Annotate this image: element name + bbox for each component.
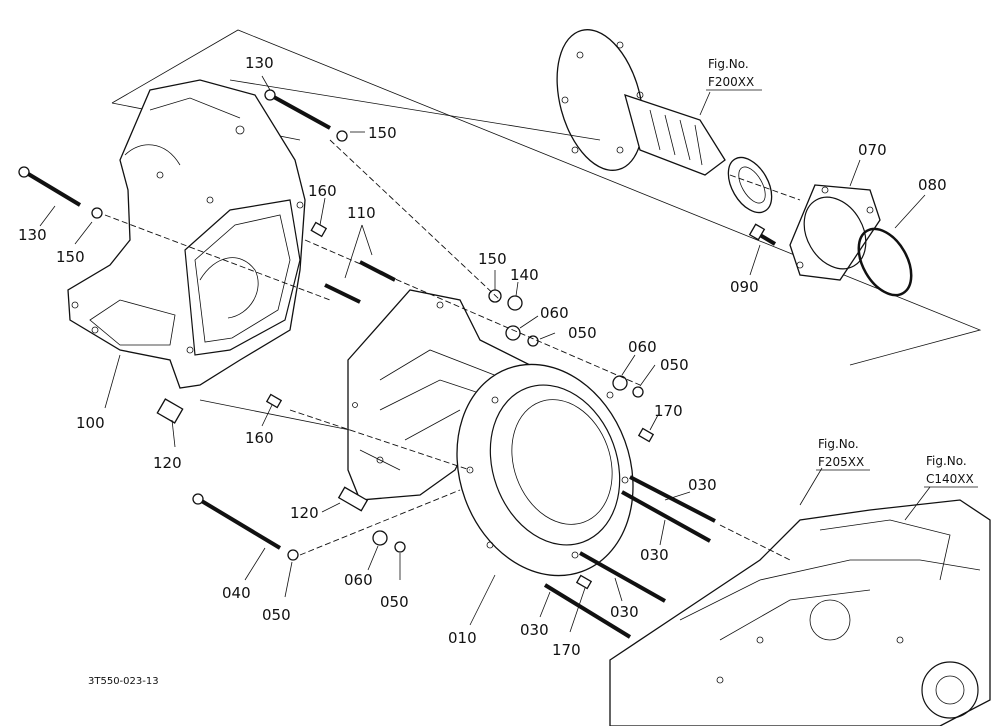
fig-ref-label: Fig.No.	[926, 454, 967, 468]
callout-090: 090	[730, 278, 759, 296]
callout-130: 130	[245, 54, 274, 72]
callout-060: 060	[628, 338, 657, 356]
callout-050: 050	[380, 593, 409, 611]
fig-ref-number: C140XX	[926, 472, 974, 486]
o-ring-080	[857, 227, 913, 297]
alignment-lines	[104, 79, 801, 561]
transmission-case	[609, 499, 991, 726]
callout-150: 150	[368, 124, 397, 142]
cover-070	[789, 184, 881, 281]
callout-150: 150	[56, 248, 85, 266]
callout-050: 050	[568, 324, 597, 342]
callout-030: 030	[688, 476, 717, 494]
drawing-code: 3T550-023-13	[88, 676, 159, 687]
output-shaft	[556, 29, 726, 176]
callout-110: 110	[347, 204, 376, 222]
callout-010: 010	[448, 629, 477, 647]
fasteners	[18, 89, 777, 639]
callout-labels: 130 150 130 150 160 110 150 140 060 050 …	[18, 54, 947, 659]
callout-080: 080	[918, 176, 947, 194]
callout-170: 170	[552, 641, 581, 659]
callout-160: 160	[308, 182, 337, 200]
callout-060: 060	[344, 571, 373, 589]
leader-lines	[39, 75, 931, 633]
callout-120: 120	[153, 454, 182, 472]
callout-060: 060	[540, 304, 569, 322]
callout-120: 120	[290, 504, 319, 522]
figure-references: Fig.No. F200XX Fig.No. F205XX Fig.No. C1…	[706, 57, 978, 488]
callout-040: 040	[222, 584, 251, 602]
callout-050: 050	[262, 606, 291, 624]
callout-070: 070	[858, 141, 887, 159]
fig-ref-label: Fig.No.	[708, 57, 749, 71]
fig-ref-number: F205XX	[818, 455, 864, 469]
callout-100: 100	[76, 414, 105, 432]
callout-160: 160	[245, 429, 274, 447]
callout-030: 030	[610, 603, 639, 621]
callout-050: 050	[660, 356, 689, 374]
rear-housing-100	[67, 79, 306, 389]
callout-170: 170	[654, 402, 683, 420]
callout-030: 030	[640, 546, 669, 564]
seal-ring	[727, 156, 773, 214]
callout-140: 140	[510, 266, 539, 284]
fig-ref-number: F200XX	[708, 75, 754, 89]
fig-ref-label: Fig.No.	[818, 437, 859, 451]
callout-030: 030	[520, 621, 549, 639]
front-housing-010	[456, 363, 634, 577]
callout-150: 150	[478, 250, 507, 268]
callout-130: 130	[18, 226, 47, 244]
